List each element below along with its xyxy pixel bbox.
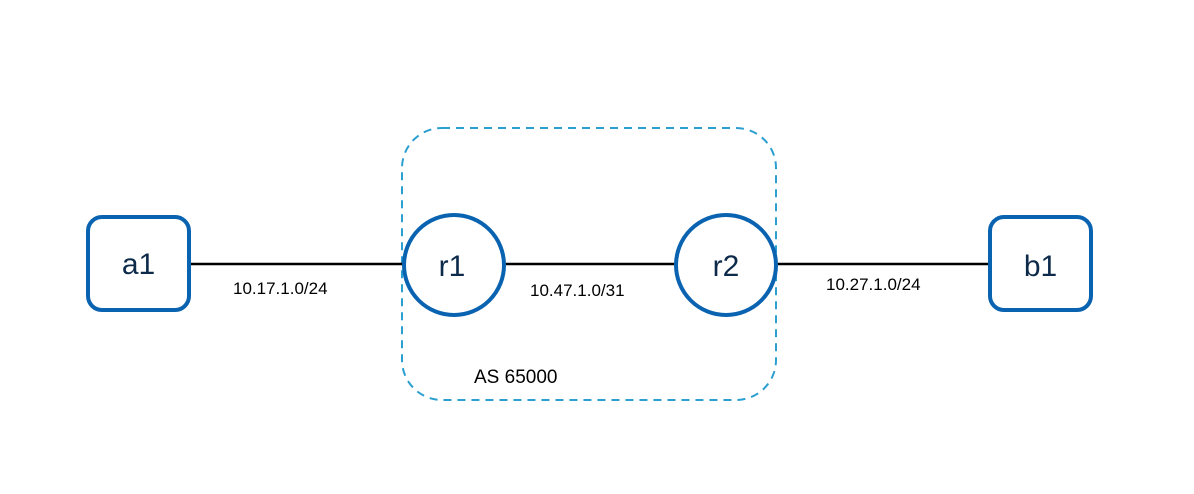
link-label-r2-b1: 10.27.1.0/24 [826, 275, 921, 294]
link-label-a1-r1: 10.17.1.0/24 [233, 279, 328, 298]
node-a1-box [86, 215, 191, 312]
node-r1-label: r1 [439, 250, 466, 283]
node-b1-label: b1 [1024, 250, 1057, 283]
node-r1-circle [402, 213, 506, 317]
node-r2[interactable]: r2 [674, 213, 778, 317]
node-r2-label: r2 [713, 250, 740, 283]
node-r1[interactable]: r1 [402, 213, 506, 317]
node-r2-circle [674, 213, 778, 317]
link-label-r1-r2: 10.47.1.0/31 [530, 281, 625, 300]
node-b1-box [988, 215, 1093, 312]
as-group-label: AS 65000 [474, 367, 557, 388]
node-a1-label: a1 [122, 248, 155, 281]
node-b1[interactable]: b1 [988, 215, 1093, 312]
node-a1[interactable]: a1 [86, 215, 191, 312]
